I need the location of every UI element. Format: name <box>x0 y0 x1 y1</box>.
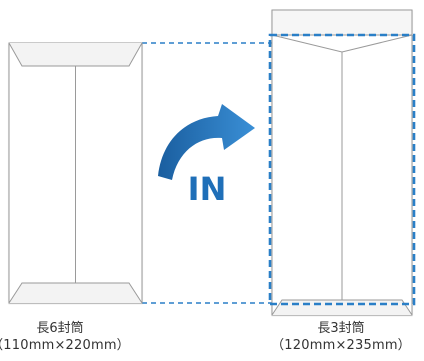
source-envelope-name: 長6封筒 <box>36 321 84 336</box>
source-envelope-size: （110mm×220mm） <box>0 338 130 353</box>
source-envelope-top-flap <box>8 42 143 67</box>
source-envelope-bottom-flap <box>8 282 143 304</box>
target-envelope-caption: 長3封筒 （120mm×235mm） <box>241 322 424 352</box>
in-label: IN <box>188 170 227 208</box>
target-envelope <box>271 9 413 316</box>
source-envelope <box>8 42 143 304</box>
curved-arrow-icon <box>158 104 255 180</box>
target-envelope-name: 長3封筒 <box>317 321 365 336</box>
source-envelope-caption: 長6封筒 （110mm×220mm） <box>0 322 160 352</box>
target-envelope-top-strip <box>271 9 413 36</box>
fit-outline <box>268 33 416 306</box>
target-envelope-bottom-flap <box>271 299 413 316</box>
guide-lines <box>142 42 272 304</box>
target-envelope-size: （120mm×235mm） <box>271 338 411 353</box>
